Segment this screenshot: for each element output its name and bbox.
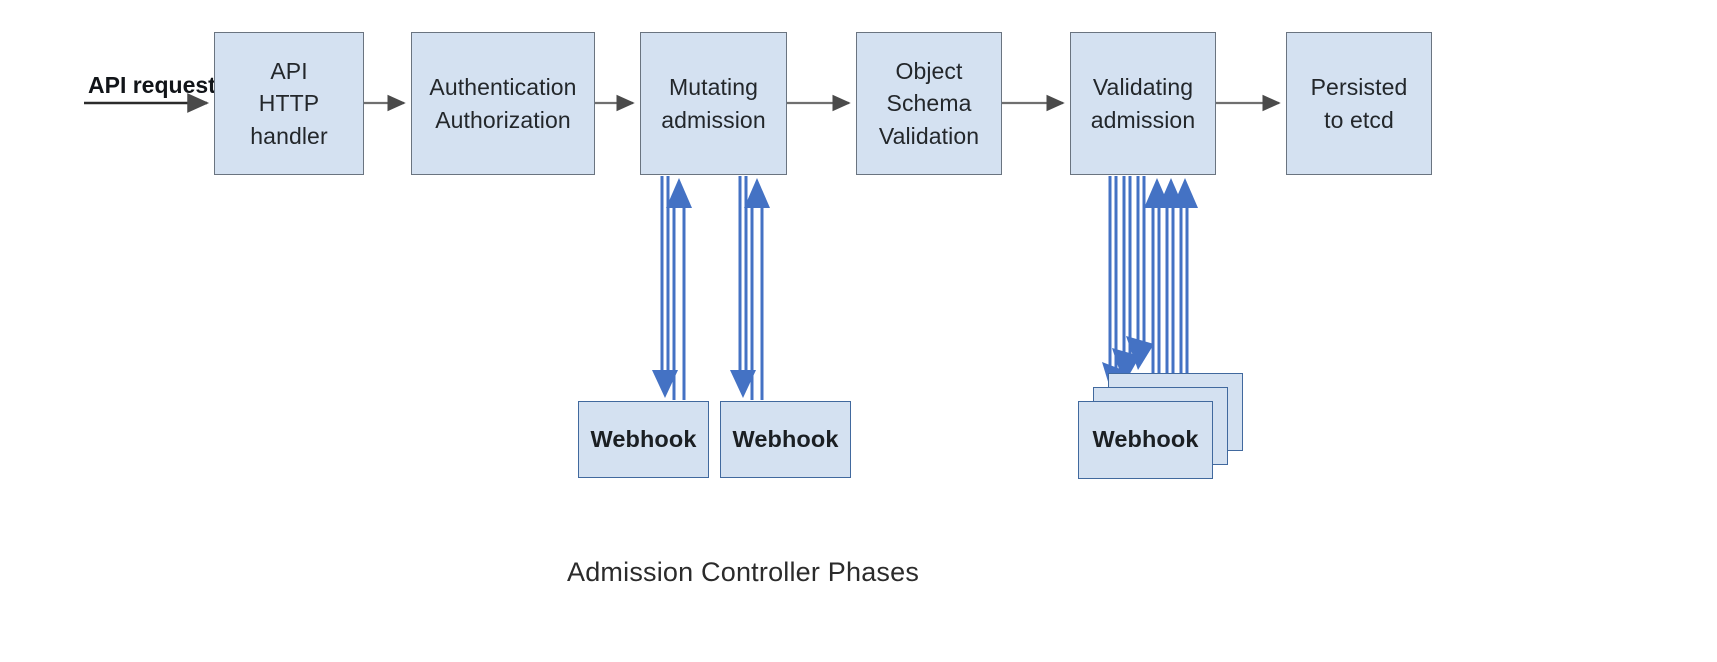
phase-node-validating-admission[interactable]: Validating admission (1070, 32, 1216, 175)
phase-label-authn-authz: Authentication Authorization (429, 73, 577, 133)
webhook-label-mutating-2: Webhook (732, 425, 839, 452)
phase-label-api-http-handler: API HTTP handler (250, 57, 328, 149)
phase-label-persisted-to-etcd: Persisted to etcd (1310, 73, 1408, 133)
webhook-node-validating[interactable]: Webhook (1078, 401, 1213, 479)
webhook-node-mutating-2[interactable]: Webhook (720, 401, 851, 478)
webhook-call-validating-3 (1126, 176, 1198, 400)
webhook-label-mutating-1: Webhook (590, 425, 697, 452)
webhook-call-mutating-1 (652, 176, 692, 400)
webhook-call-validating-2 (1112, 176, 1184, 400)
diagram-caption: Admission Controller Phases (567, 557, 920, 587)
entry-label-api-request: API request (88, 72, 216, 98)
webhook-call-mutating-2 (730, 176, 770, 400)
webhook-call-validating-1 (1102, 176, 1170, 400)
phase-node-authn-authz[interactable]: Authentication Authorization (411, 32, 595, 175)
webhook-label-validating: Webhook (1092, 426, 1199, 453)
phase-node-object-schema-validation[interactable]: Object Schema Validation (856, 32, 1002, 175)
webhook-node-mutating-1[interactable]: Webhook (578, 401, 709, 478)
phase-node-mutating-admission[interactable]: Mutating admission (640, 32, 787, 175)
phase-node-persisted-to-etcd[interactable]: Persisted to etcd (1286, 32, 1432, 175)
phase-label-object-schema-validation: Object Schema Validation (878, 57, 980, 149)
phase-label-mutating-admission: Mutating admission (661, 73, 766, 133)
phase-node-api-http-handler[interactable]: API HTTP handler (214, 32, 364, 175)
phase-label-validating-admission: Validating admission (1090, 73, 1196, 133)
